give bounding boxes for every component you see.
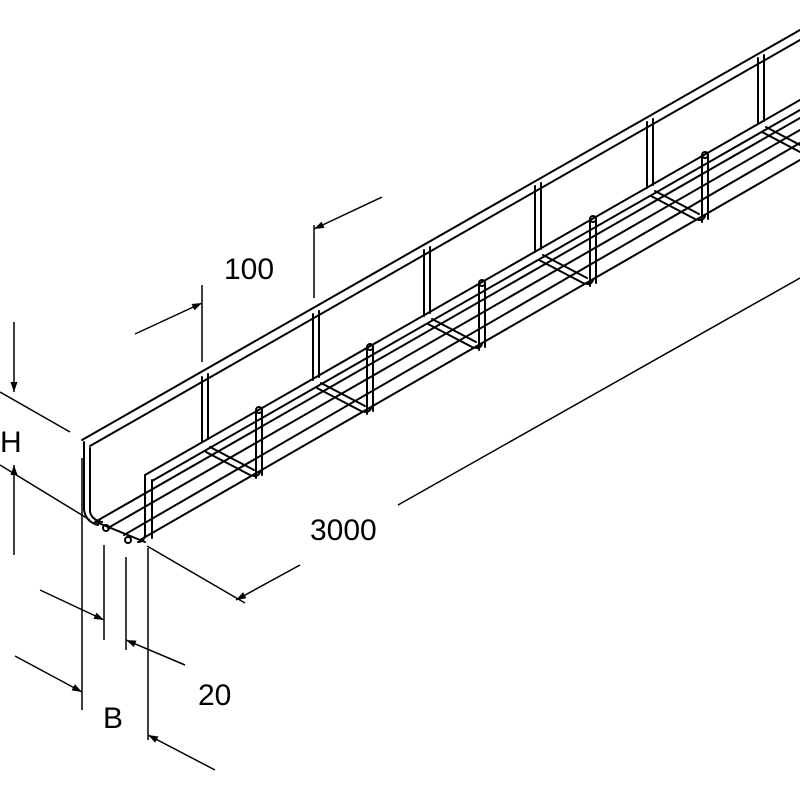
length-arrow-front	[235, 564, 301, 601]
floor-cross-6b	[765, 126, 800, 146]
floor-wire-4	[139, 159, 800, 541]
floor-cross-2b	[320, 382, 366, 407]
width-arrow-left	[14, 655, 83, 693]
dimension-lines	[0, 196, 800, 771]
post-cap-4	[589, 215, 597, 223]
floor-cross-5	[650, 195, 706, 221]
right-top-rail	[144, 99, 800, 476]
length-dimension-line	[397, 277, 800, 506]
floor-cross-2	[316, 387, 372, 413]
width-label: B	[103, 702, 123, 735]
left-front-post-inner	[89, 447, 103, 523]
floor-cross-5b	[654, 190, 700, 215]
floor-cross-3b	[431, 318, 477, 343]
length-label: 3000	[310, 514, 377, 547]
floor-cross-4b	[542, 254, 588, 279]
height-label: H	[0, 426, 22, 459]
front-cross-wire	[95, 521, 146, 543]
pitch-arrow-left	[134, 302, 203, 335]
post-cap-1	[255, 406, 263, 414]
floor-cross-6	[761, 131, 800, 153]
right-front-post	[137, 475, 146, 543]
mesh-pitch-label: 100	[224, 253, 274, 286]
floor-wire-1	[94, 117, 800, 523]
floor-cross-1b	[209, 446, 255, 471]
left-top-rail-inner	[89, 39, 800, 447]
height-extension-top	[0, 391, 71, 433]
wire-offset-label: 20	[198, 679, 231, 712]
floor-cross-1	[205, 451, 261, 477]
floor-wire-3	[123, 142, 800, 536]
post-cap-5	[701, 151, 709, 159]
wire-end-2	[124, 536, 132, 544]
pitch-arrow-right	[313, 196, 383, 230]
wire-end-1	[102, 524, 110, 532]
floor-cross-4	[538, 259, 594, 285]
wire-mesh-tray	[81, 29, 800, 544]
width-arrow-right	[147, 734, 216, 771]
post-cap-2	[366, 343, 374, 351]
offset-arrow-right	[125, 639, 186, 666]
length-extension-front	[146, 545, 246, 604]
offset-arrow-left	[39, 589, 105, 621]
floor-wire-2	[107, 129, 800, 529]
floor-cross-3	[427, 323, 483, 349]
left-top-rail	[81, 29, 800, 441]
right-top-rail-inner	[151, 109, 800, 482]
post-cap-3	[478, 279, 486, 287]
